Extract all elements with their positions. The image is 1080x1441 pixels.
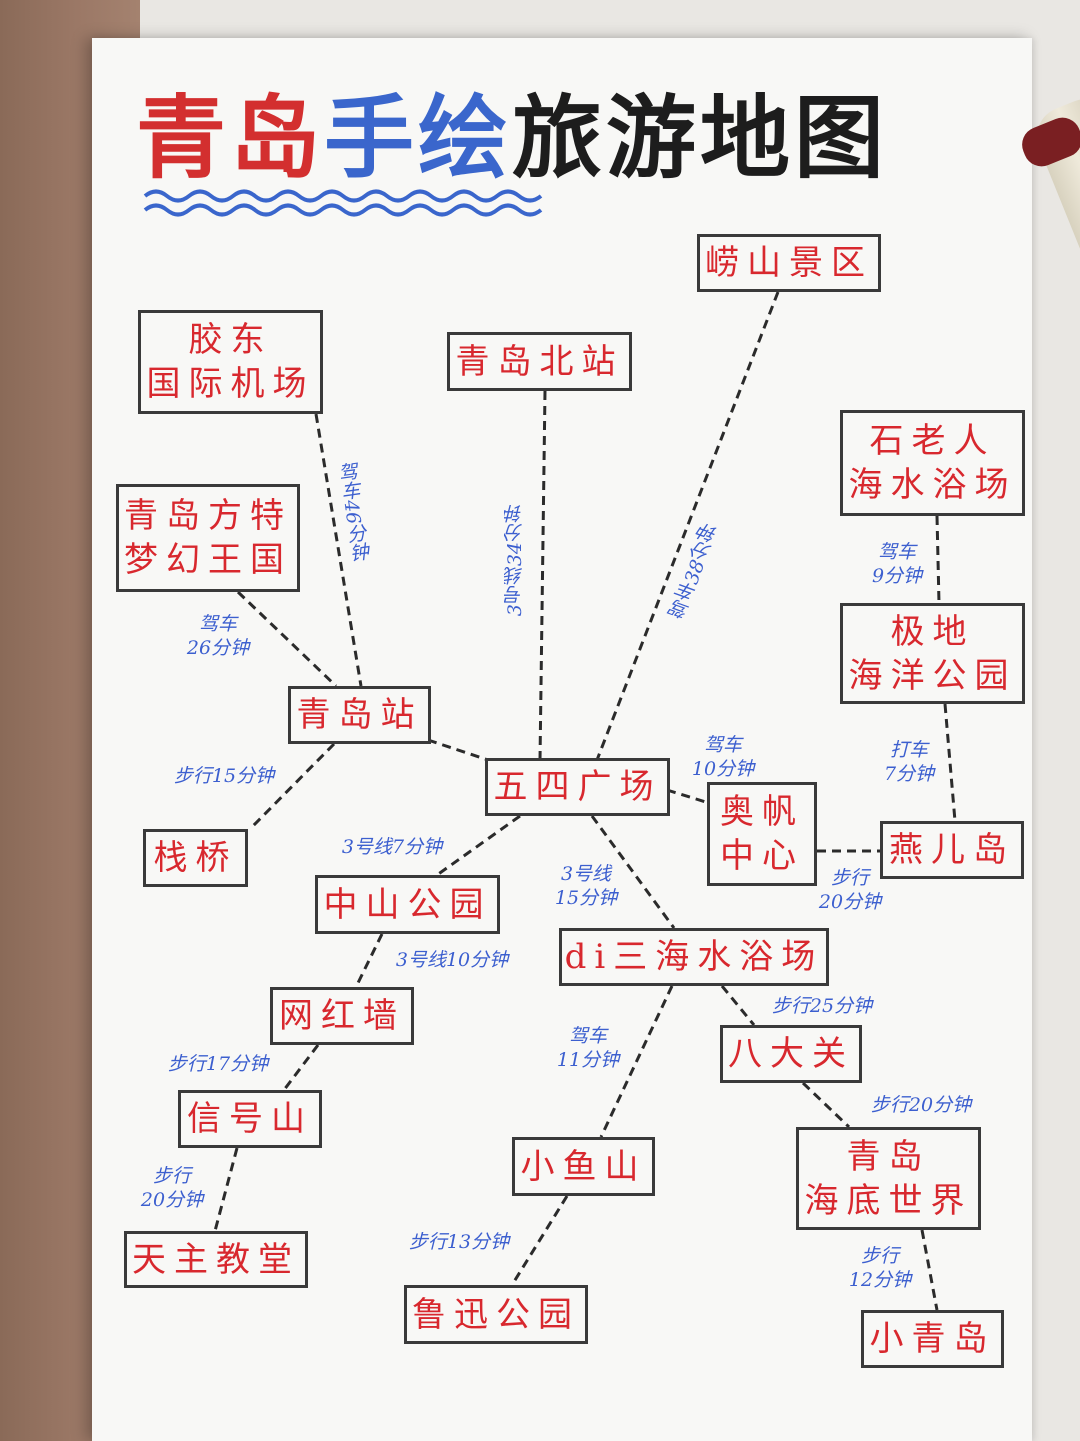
node-xiaoyu: 小鱼山 (512, 1137, 655, 1196)
route-fantawild-station (236, 590, 338, 688)
label-zhongshan-wanghong: 3号线10分钟 (395, 949, 509, 971)
title-part-handdrawn: 手绘 (324, 85, 512, 191)
node-xiaoqingdao: 小青岛 (861, 1310, 1004, 1368)
title-wave-1 (143, 189, 543, 203)
route-beach3-xiaoyu (599, 985, 674, 1138)
node-station: 青岛站 (288, 686, 431, 744)
route-beach3-badaguan (720, 985, 756, 1026)
route-polar-yaner (943, 703, 957, 822)
node-polar: 极地 海洋公园 (840, 603, 1025, 704)
route-zhongshan-wanghong (354, 933, 384, 988)
route-wusi-zhongshan (436, 814, 521, 877)
route-aquarium-xiaoqingdao (920, 1229, 939, 1311)
map-title: 青岛手绘旅游地图 (136, 78, 888, 198)
node-airport: 胶东 国际机场 (138, 310, 323, 414)
label-wusi-zhongshan: 3号线7分钟 (341, 836, 443, 858)
label-polar-yaner: 打车 7分钟 (883, 739, 935, 785)
label-xiaoyu-luxun: 步行13分钟 (408, 1231, 510, 1253)
label-xinhao-cathedral: 步行 20分钟 (140, 1165, 204, 1211)
title-part-travel-map: 旅游地图 (512, 85, 888, 191)
title-part-qingdao: 青岛 (136, 85, 324, 191)
route-north-wusi (538, 390, 547, 761)
node-aquarium: 青岛 海底世界 (796, 1127, 981, 1230)
node-fantawild: 青岛方特 梦幻王国 (116, 484, 300, 592)
node-wusi: 五四广场 (485, 758, 670, 816)
label-beach3-badaguan: 步行25分钟 (771, 995, 873, 1017)
label-badaguan-aquarium: 步行20分钟 (870, 1094, 972, 1116)
route-xinhao-cathedral (213, 1147, 239, 1232)
node-shilaoren: 石老人 海水浴场 (840, 410, 1025, 516)
route-airport-station (314, 413, 363, 687)
route-wusi-beach3 (590, 815, 676, 929)
label-aquarium-xiaoqingdao: 步行 12分钟 (848, 1245, 912, 1291)
label-wusi-beach3: 3号线 15分钟 (554, 863, 618, 909)
route-station-zhanqiao (248, 742, 336, 831)
label-fantawild-station: 驾车 26分钟 (186, 613, 250, 659)
label-station-zhanqiao: 步行15分钟 (173, 765, 275, 787)
label-shilaoren-polar: 驾车 9分钟 (871, 541, 923, 587)
label-beach3-xiaoyu: 驾车 11分钟 (556, 1025, 620, 1071)
node-zhongshan: 中山公园 (315, 875, 500, 934)
node-wanghong: 网红墙 (270, 987, 414, 1045)
route-laoshan-wusi (595, 291, 780, 761)
route-wusi-olympic (666, 788, 710, 805)
route-station-wusi (427, 738, 489, 762)
node-laoshan: 崂山景区 (697, 234, 881, 292)
node-zhanqiao: 栈桥 (143, 829, 248, 887)
label-wanghong-xinhao: 步行17分钟 (167, 1053, 269, 1075)
route-wanghong-xinhao (282, 1044, 320, 1091)
route-badaguan-aquarium (801, 1081, 851, 1129)
node-xinhao: 信号山 (178, 1090, 322, 1148)
route-xiaoyu-luxun (510, 1195, 569, 1286)
node-badaguan: 八大关 (720, 1025, 862, 1083)
label-north-wusi: 3号线34分钟 (504, 504, 526, 617)
label-wusi-olympic: 驾车 10分钟 (691, 734, 755, 780)
node-luxun: 鲁迅公园 (404, 1285, 588, 1344)
node-cathedral: 天主教堂 (124, 1231, 308, 1288)
node-yaner: 燕儿岛 (880, 821, 1024, 879)
route-shilaoren-polar (935, 515, 941, 604)
node-north-station: 青岛北站 (447, 332, 632, 391)
node-olympic: 奥帆 中心 (707, 782, 817, 886)
node-beach3: di三海水浴场 (559, 928, 829, 986)
title-wave-2 (143, 203, 543, 217)
label-olympic-yaner: 步行 20分钟 (818, 867, 882, 913)
